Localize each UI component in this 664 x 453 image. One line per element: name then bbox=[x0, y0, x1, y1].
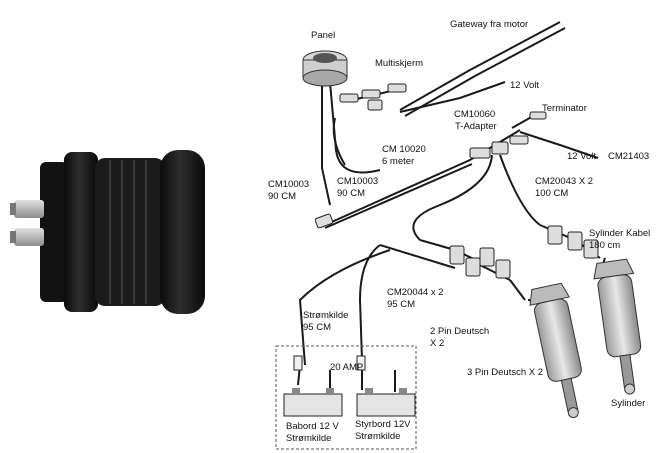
panel-cable bbox=[321, 82, 331, 206]
connector-port-top bbox=[10, 200, 44, 218]
label-cm20043-length: 100 CM bbox=[535, 188, 569, 199]
label-panel: Panel bbox=[311, 30, 336, 41]
label-stromkilde: Strømkilde bbox=[303, 310, 349, 321]
deutsch-connectors bbox=[449, 225, 599, 279]
fuse-right bbox=[356, 355, 366, 371]
label-babord: Babord 12 V bbox=[286, 421, 339, 432]
label-cm20044-length: 95 CM bbox=[387, 299, 415, 310]
label-sylinder-kabel: Sylinder Kabel bbox=[589, 228, 651, 239]
label-styrbord-source: Strømkilde bbox=[355, 431, 401, 442]
t-adapter-device bbox=[469, 135, 529, 159]
label-20-amp: 20 AMP bbox=[330, 362, 364, 373]
label-cm10003-mid-length: 90 CM bbox=[337, 188, 365, 199]
cylinder-left bbox=[529, 282, 582, 419]
label-cm10003-mid: CM10003 bbox=[337, 176, 379, 187]
fuse-left bbox=[293, 355, 303, 371]
label-12v-top: 12 Volt bbox=[510, 80, 540, 91]
label-cm20043: CM20043 X 2 bbox=[535, 176, 594, 187]
cylinder-right bbox=[593, 258, 642, 395]
label-cm10060: CM10060 bbox=[454, 109, 496, 120]
label-t-adapter: T-Adapter bbox=[455, 121, 497, 132]
label-cm20044: CM20044 x 2 bbox=[387, 287, 444, 298]
panel-device bbox=[302, 50, 348, 87]
label-3-pin-deutsch: 3 Pin Deutsch X 2 bbox=[467, 367, 544, 378]
label-cm21403: CM21403 bbox=[608, 151, 650, 162]
battery-babord bbox=[283, 388, 343, 417]
multiskjerm-connectors bbox=[339, 83, 407, 111]
label-2-pin-deutsch: 2 Pin Deutsch bbox=[430, 326, 490, 337]
power-source-box bbox=[275, 345, 417, 450]
gateway-cable bbox=[399, 21, 561, 111]
label-multiskjerm: Multiskjerm bbox=[375, 58, 424, 69]
twelve-volt-cable-right bbox=[519, 131, 599, 159]
cm20044-cable bbox=[358, 244, 381, 361]
label-cm10003-left: CM10003 bbox=[268, 179, 310, 190]
terminator-device bbox=[529, 111, 547, 120]
connector-port-bottom bbox=[10, 228, 44, 246]
label-terminator: Terminator bbox=[542, 103, 587, 114]
label-styrbord: Styrbord 12V bbox=[355, 419, 411, 430]
label-6-meter: 6 meter bbox=[382, 156, 415, 167]
label-sylinder-kabel-length: 180 cm bbox=[589, 240, 621, 251]
label-cm10020: CM 10020 bbox=[382, 144, 426, 155]
label-stromkilde-length: 95 CM bbox=[303, 322, 331, 333]
cm10003-connector bbox=[314, 213, 334, 229]
battery-styrbord bbox=[356, 388, 416, 417]
label-sylinder: Sylinder bbox=[611, 398, 646, 409]
cm20043-cable bbox=[412, 154, 493, 241]
twelve-volt-cable-top bbox=[399, 81, 506, 113]
label-12v-right: 12 Volt bbox=[567, 151, 597, 162]
backbone-cable bbox=[324, 129, 521, 226]
product-photo bbox=[10, 150, 205, 314]
label-2-pin-deutsch-count: X 2 bbox=[430, 338, 445, 349]
label-babord-source: Strømkilde bbox=[286, 433, 332, 444]
label-cm10003-left-length: 90 CM bbox=[268, 191, 296, 202]
label-gateway: Gateway fra motor bbox=[450, 19, 529, 30]
